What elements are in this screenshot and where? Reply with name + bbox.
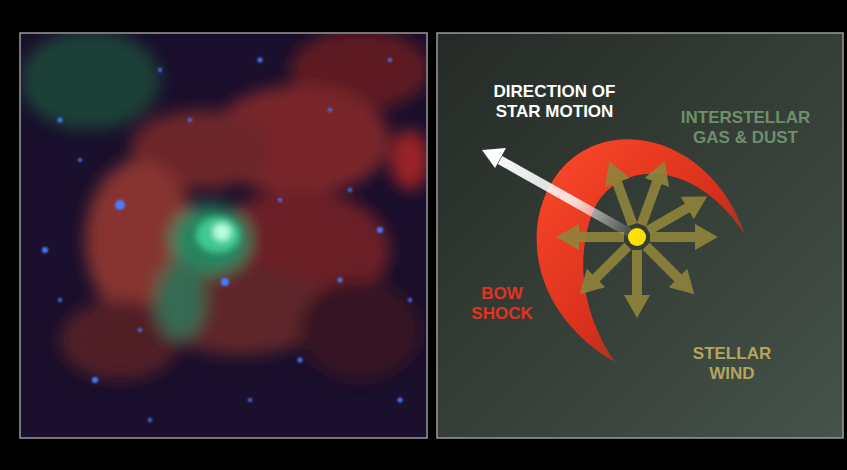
bow-shock-shape — [537, 139, 745, 362]
star — [628, 228, 646, 246]
infrared-image — [20, 30, 430, 438]
motion-label: DIRECTION OF STAR MOTION — [482, 82, 627, 122]
medium-label: INTERSTELLAR GAS & DUST — [668, 108, 823, 148]
shock-label: BOW SHOCK — [466, 284, 538, 324]
motion-arrow — [482, 148, 637, 237]
bow-shock-schematic — [437, 33, 843, 438]
wind-label: STELLAR WIND — [686, 344, 778, 384]
stellar-wind-arrows — [556, 156, 718, 318]
